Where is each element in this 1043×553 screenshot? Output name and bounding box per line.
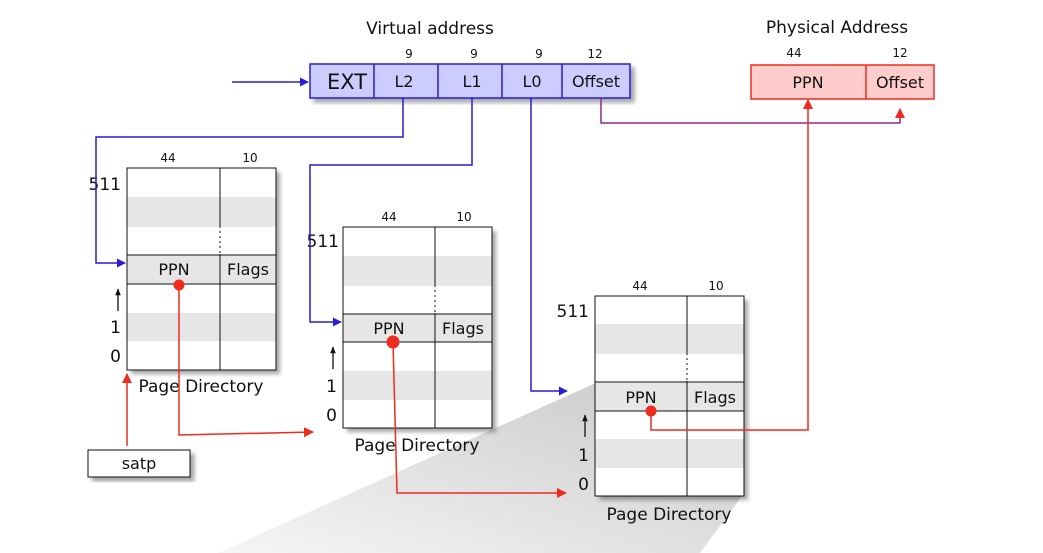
pt2-pte-row [343, 314, 492, 342]
page-directory-l2: 44 10 PPN Flags 511 1 0 Page Directory [89, 151, 277, 397]
pt2-flags-width: 10 [456, 210, 471, 224]
pt2-index-1: 1 [326, 377, 337, 397]
pt1-flags-width: 10 [242, 151, 257, 165]
pt2-index-0: 0 [326, 406, 337, 426]
pt3-ppn-dot [645, 405, 657, 417]
l0-width: 9 [535, 47, 543, 61]
pt3-ppn-arrow [650, 99, 813, 431]
page-directory-l0: 44 10 PPN Flags 511 1 0 Page Directory [557, 279, 745, 525]
pa-field-ppn: PPN [792, 73, 823, 92]
pt1-index-511: 511 [89, 175, 121, 195]
l0-index-arrow [530, 98, 568, 396]
pt3-flags-width: 10 [708, 279, 723, 293]
pt1-ppn-dot [173, 279, 185, 291]
pa-field-offset: Offset [876, 73, 924, 92]
pt1-pte-row [127, 255, 276, 284]
page-directory-l1: 44 10 PPN Flags 511 1 0 Page Directory [307, 210, 493, 456]
pt2-caption: Page Directory [355, 436, 480, 456]
satp-label: satp [122, 454, 157, 473]
pt1-ppn-label: PPN [158, 260, 189, 279]
pt3-index-511: 511 [557, 302, 589, 322]
physical-address-title: Physical Address [766, 18, 908, 38]
pt1-caption: Page Directory [139, 377, 264, 397]
pt1-index-1: 1 [110, 318, 121, 338]
l1-width: 9 [470, 47, 478, 61]
pt3-ppn-label: PPN [625, 388, 656, 407]
pt2-ppn-arrow [392, 341, 567, 498]
offset-passthrough-arrow [600, 98, 905, 124]
pt3-caption: Page Directory [607, 505, 732, 525]
field-l0: L0 [522, 72, 541, 91]
virtual-address-register: Virtual address 9 9 9 12 EXT L2 L1 L0 Of… [309, 19, 631, 99]
field-offset: Offset [572, 72, 620, 91]
field-l2: L2 [394, 72, 413, 91]
l2-index-arrow [95, 98, 404, 268]
field-ext: EXT [327, 70, 367, 94]
pt3-index-0: 0 [578, 475, 589, 495]
virtual-address-box [309, 63, 631, 99]
pa-offset-width: 12 [892, 46, 907, 60]
pt3-ppn-width: 44 [632, 279, 647, 293]
field-l1: L1 [462, 72, 481, 91]
pt2-ppn-dot [386, 335, 400, 349]
satp-box [87, 449, 191, 478]
pt1-index-0: 0 [110, 347, 121, 367]
pt1-flags-label: Flags [227, 260, 269, 279]
physical-address-box [750, 64, 935, 100]
pt2-flags-label: Flags [442, 319, 484, 338]
pt1-ppn-arrow [178, 285, 314, 438]
offset-width: 12 [587, 47, 602, 61]
satp-register: satp [87, 449, 191, 478]
pa-ppn-width: 44 [786, 46, 801, 60]
pt2-ppn-width: 44 [381, 210, 396, 224]
pt3-flags-label: Flags [694, 388, 736, 407]
virtual-address-title: Virtual address [366, 19, 494, 39]
l2-width: 9 [405, 47, 413, 61]
physical-address-register: Physical Address 44 12 PPN Offset [750, 18, 935, 100]
pt3-index-1: 1 [578, 446, 589, 466]
pt2-index-511: 511 [307, 232, 339, 252]
l1-index-arrow [309, 98, 473, 327]
pt1-ppn-width: 44 [160, 151, 175, 165]
pt2-ppn-label: PPN [373, 319, 404, 338]
pt3-pte-row [595, 382, 744, 411]
